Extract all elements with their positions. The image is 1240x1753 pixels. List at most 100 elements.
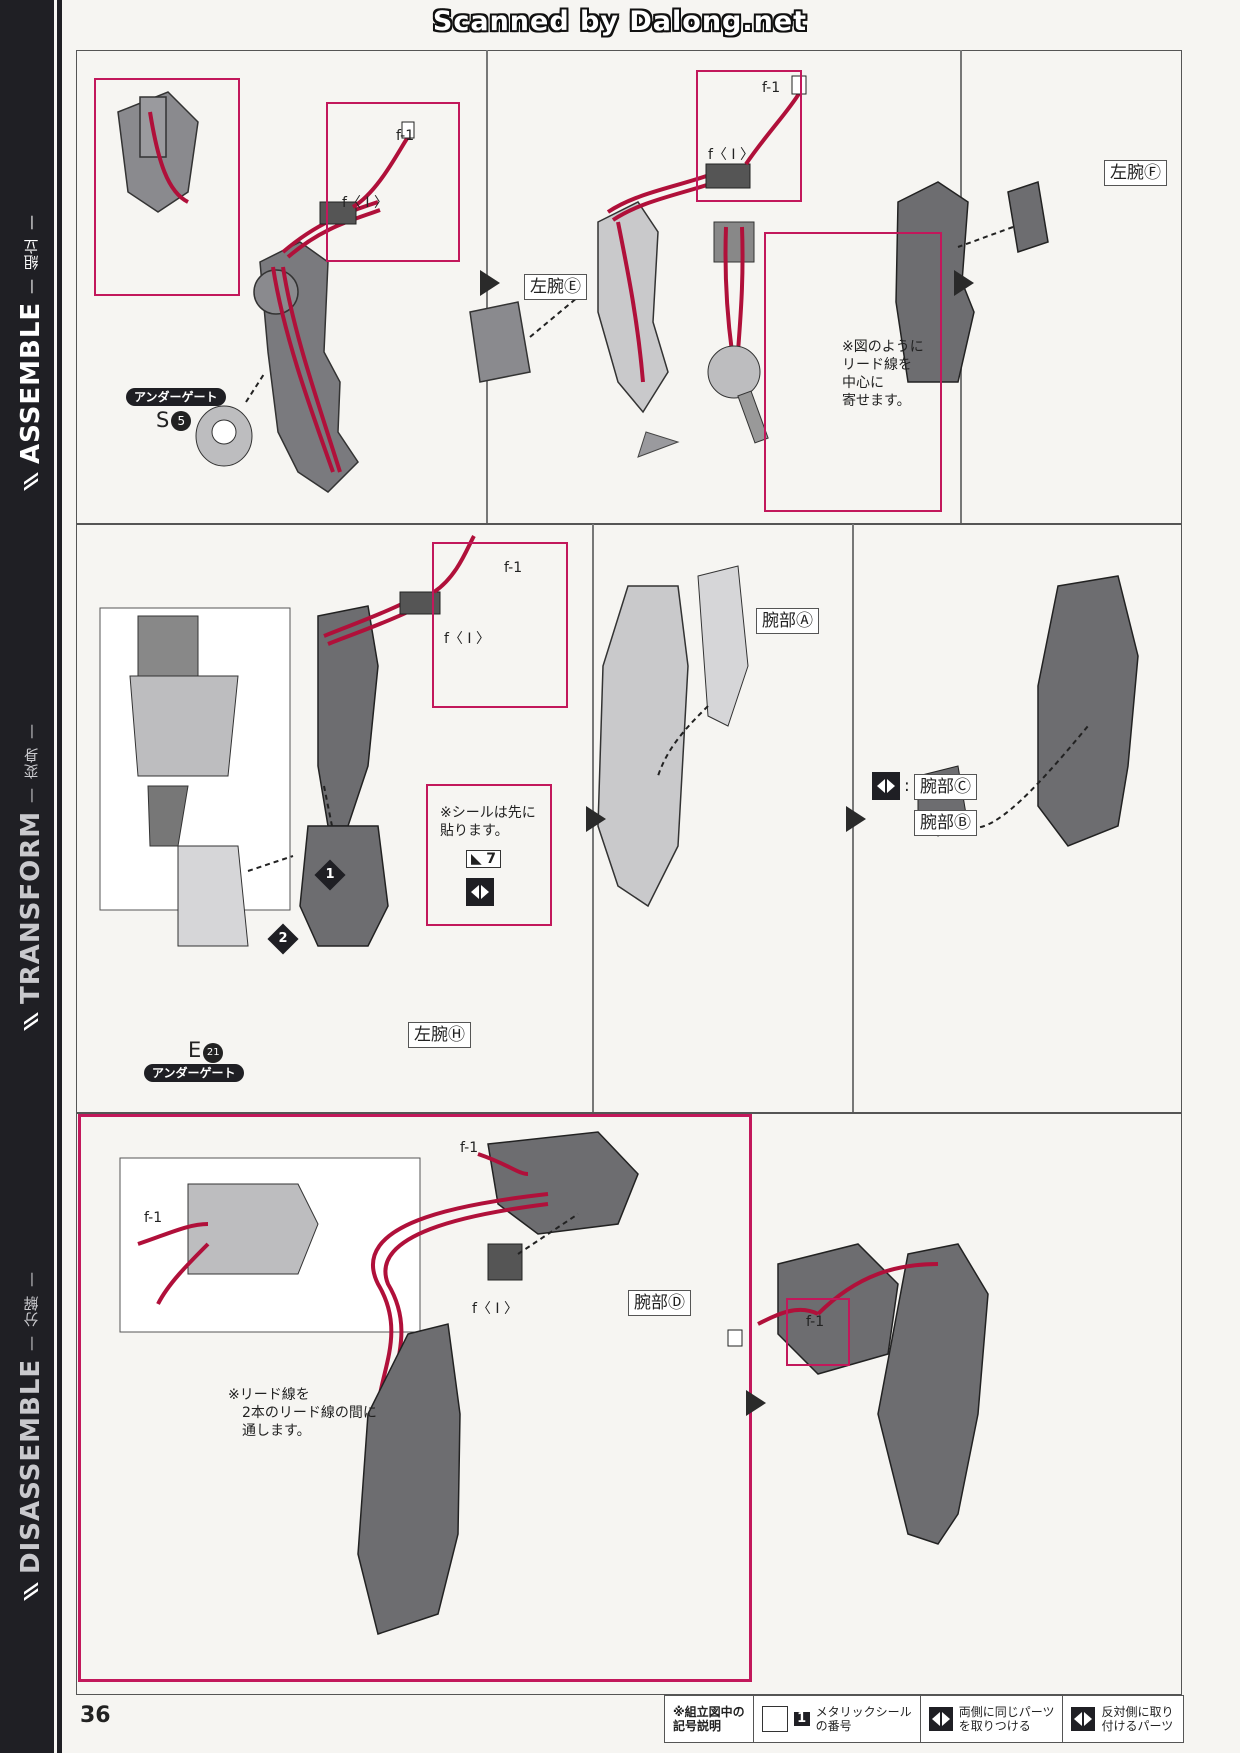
step-badge: 1 <box>314 859 346 891</box>
sidebar-section-transform: TRANSFORM — 変身 — <box>0 700 62 1030</box>
part-label: 腕部Ⓒ <box>914 774 977 800</box>
symbol-legend: ※組立図中の 記号説明 1 メタリックシール の番号 両側に同じパーツ を取りつ… <box>664 1695 1184 1743</box>
colon-separator: : <box>904 776 910 796</box>
note-line: 中心に <box>842 375 884 391</box>
legend-text: 両側に同じパーツ <box>958 1705 1055 1719</box>
part-label: 左腕Ⓗ <box>408 1022 471 1048</box>
page-number: 36 <box>80 1703 111 1728</box>
part-a <box>697 565 749 727</box>
connector-label: f〈 I 〉 <box>708 147 754 163</box>
next-step-arrow <box>954 270 974 296</box>
note-line: リード線を <box>842 357 912 373</box>
note-line: 通します。 <box>242 1423 311 1439</box>
connector-block <box>319 201 357 225</box>
row-divider <box>76 1112 1182 1114</box>
note-line: 寄せます。 <box>842 393 911 409</box>
seal-icon <box>761 1706 788 1732</box>
sidebar-section-assemble: ASSEMBLE — 組立 — <box>0 160 62 490</box>
assembled-forearm <box>1037 575 1139 847</box>
part-e21 <box>177 845 249 947</box>
final-arm <box>877 1243 989 1545</box>
section-title-en: ASSEMBLE <box>16 301 46 464</box>
arm-light <box>597 585 689 908</box>
note-line: 2本のリード線の間に <box>242 1405 377 1421</box>
note-line: ※リード線を <box>228 1387 310 1403</box>
legend-item-both-sides: 両側に同じパーツ を取りつける <box>921 1696 1064 1742</box>
note-line: ※図のように <box>842 339 924 355</box>
part-code-number: 21 <box>203 1043 224 1063</box>
wire-end-label: f-1 <box>396 128 415 144</box>
next-step-arrow <box>480 270 500 296</box>
step-number: 2 <box>278 931 288 946</box>
highlight-box <box>426 784 552 926</box>
section-marker-icon <box>22 472 40 490</box>
section-title-en: TRANSFORM <box>16 810 46 1004</box>
part-code-letter: S <box>156 408 170 432</box>
wire-end-label: f-1 <box>460 1140 479 1156</box>
legend-text: 付けるパーツ <box>1101 1719 1174 1733</box>
connector-label: f〈 I 〉 <box>444 631 490 647</box>
wire-end-label: f-1 <box>504 560 523 576</box>
section-title-jp: 分解 <box>22 1294 41 1327</box>
connector-label: f〈 I 〉 <box>472 1301 518 1317</box>
seal-number-badge: 1 <box>793 1712 810 1726</box>
legend-head: ※組立図中の 記号説明 <box>665 1696 754 1742</box>
section-title-en: DISASSEMBLE <box>16 1358 46 1574</box>
section-title-jp: 組立 <box>22 237 41 270</box>
row1-illustrations <box>117 75 1049 493</box>
next-step-arrow <box>586 806 606 832</box>
part-label: 腕部Ⓓ <box>628 1290 691 1316</box>
step-badge: 2 <box>267 923 299 955</box>
row-divider <box>76 523 1182 525</box>
highlight-box <box>696 70 802 202</box>
sidebar-section-disassemble: DISASSEMBLE — 分解 — <box>0 1230 62 1600</box>
connector-label: f〈 I 〉 <box>342 195 388 211</box>
section-marker-icon <box>22 1582 40 1600</box>
next-step-arrow <box>746 1390 766 1416</box>
lower-arm-dark <box>299 825 389 947</box>
note-line: ※シールは先に <box>440 805 536 821</box>
row3-illustrations <box>119 1131 989 1635</box>
legend-text: を取りつける <box>958 1719 1031 1733</box>
step-number: 1 <box>325 867 335 882</box>
part-e <box>469 301 531 383</box>
part-label: 腕部Ⓑ <box>914 810 977 836</box>
upper-arm-dark <box>317 605 379 827</box>
legend-head-line: 記号説明 <box>673 1719 722 1733</box>
under-gate-badge: アンダーゲート <box>126 388 226 406</box>
arm-assembly-dark <box>357 1323 461 1635</box>
both-sides-icon <box>928 1707 953 1731</box>
lead-wire-note: ※図のように リード線を 中心に 寄せます。 <box>842 338 924 410</box>
highlight-box <box>432 542 568 708</box>
part-label: 左腕Ⓔ <box>524 274 587 300</box>
row2-illustrations <box>99 534 1139 947</box>
detail-part <box>129 675 239 777</box>
highlight-box <box>94 78 240 296</box>
lead-wire-note: ※リード線を 2本のリード線の間に 通します。 <box>228 1386 377 1440</box>
wire-end-label: f-1 <box>762 80 781 96</box>
section-marker-icon <box>22 1012 40 1030</box>
scan-credit: Scanned by Dalong.net <box>432 6 808 37</box>
highlight-box <box>764 232 942 512</box>
highlight-box <box>326 102 460 262</box>
helmet-part <box>487 1131 639 1235</box>
legend-item-opposite-side: 反対側に取り 付けるパーツ <box>1063 1696 1181 1742</box>
legend-text: の番号 <box>815 1719 852 1733</box>
part-code-number: 5 <box>171 411 192 431</box>
legend-item-metallic-seal: 1 メタリックシール の番号 <box>754 1696 921 1742</box>
wire-end-label: f-1 <box>806 1314 825 1330</box>
under-gate-badge: アンダーゲート <box>144 1064 244 1082</box>
seal-number: ◣ 7 <box>466 850 501 868</box>
section-sidebar <box>0 0 62 1753</box>
highlight-box <box>786 1298 850 1366</box>
instruction-frame <box>76 50 1182 1695</box>
opposite-side-icon <box>1071 1707 1096 1731</box>
section-title-jp: 変身 <box>22 746 41 779</box>
part-label: 腕部Ⓐ <box>756 608 819 634</box>
part-code-letter: E <box>188 1038 202 1062</box>
legend-text: 反対側に取り <box>1101 1705 1174 1719</box>
opposite-side-icon <box>872 772 900 800</box>
next-step-arrow <box>846 806 866 832</box>
